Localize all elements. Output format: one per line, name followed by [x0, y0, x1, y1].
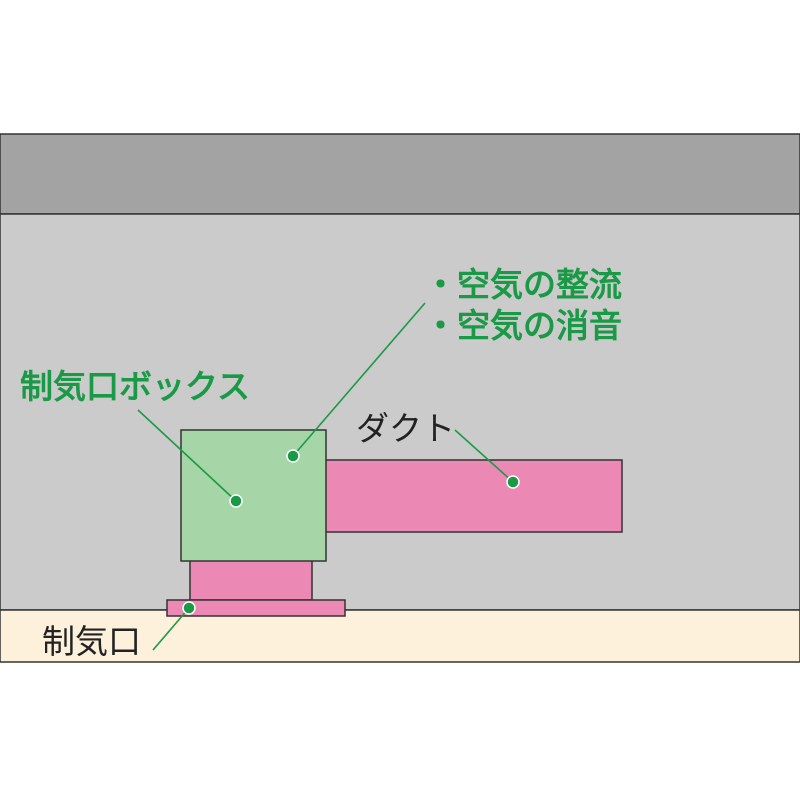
ceiling-space — [0, 213, 800, 611]
label-duct: ダクト — [356, 409, 455, 448]
duct — [324, 459, 623, 533]
label-diffuser-box: 制気口ボックス — [20, 367, 250, 406]
diffuser-box — [180, 429, 327, 562]
marker-dot — [286, 449, 300, 463]
label-function-2: ・空気の消音 — [424, 306, 622, 345]
label-function-1: ・空気の整流 — [424, 265, 622, 304]
marker-dot — [506, 475, 520, 489]
leader-box — [137, 409, 237, 502]
air-outlet — [166, 599, 346, 617]
ceiling-slab — [0, 133, 800, 215]
marker-dot — [229, 494, 243, 508]
marker-dot — [182, 601, 196, 615]
label-air-outlet: 制気口 — [42, 622, 141, 661]
ceiling-board — [0, 609, 800, 663]
leader-outlet — [152, 607, 190, 651]
outlet-neck — [189, 559, 313, 601]
leader-duct — [454, 429, 514, 483]
leader-functions — [292, 302, 426, 457]
